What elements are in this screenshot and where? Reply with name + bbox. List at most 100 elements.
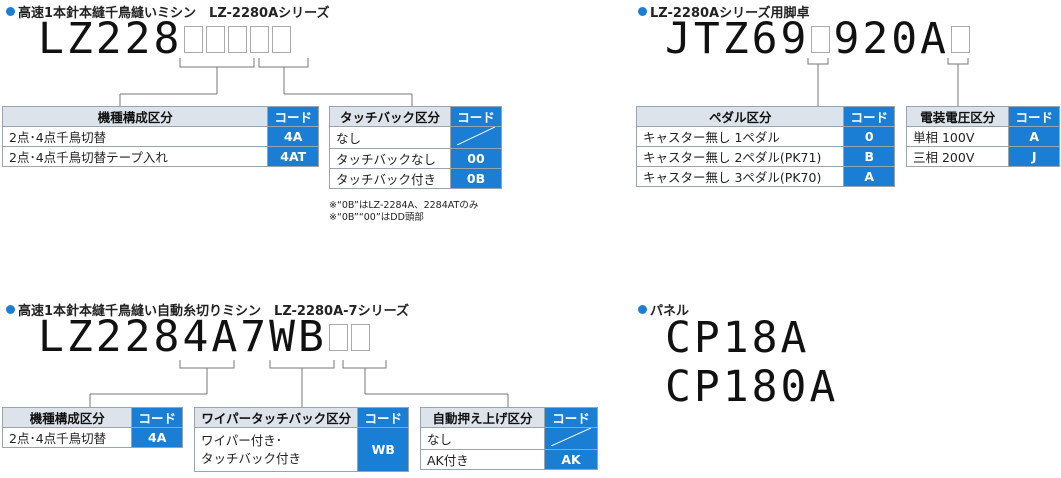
model-code-text: LZ228 <box>38 14 183 64</box>
heading-text: 高速1本針本縫千鳥縫いミシン LZ-2280Aシリーズ <box>18 6 330 21</box>
section-heading-lz2280a7: 高速1本針本縫千鳥縫い自動糸切りミシン LZ-2280A-7シリーズ <box>6 300 409 319</box>
row-code: A <box>1008 126 1060 147</box>
row-label: タッチバックなし <box>329 148 451 169</box>
code-slot <box>350 323 370 351</box>
table-row: キャスター無し 1ペダル 0 <box>635 126 895 147</box>
model-config-table-c: 機種構成区分 コード 2点･4点千鳥切替 4A <box>1 407 183 448</box>
auto-lifter-table: 自動押え上げ区分 コード なし AK付き AK <box>420 407 598 470</box>
header-code: コード <box>843 106 895 127</box>
pedal-table: ペダル区分 コード キャスター無し 1ペダル 0 キャスター無し 2ペダル(PK… <box>635 106 895 187</box>
row-label: なし <box>329 126 451 149</box>
model-code-jtz69: JTZ69 920A <box>665 14 971 64</box>
table-header: 自動押え上げ区分 コード <box>420 407 598 428</box>
table-row: 三相 200V J <box>905 146 1060 167</box>
row-label: 2点･4点千鳥切替 <box>1 126 269 147</box>
header-label: ペダル区分 <box>635 106 845 127</box>
row-label: 単相 100V <box>905 126 1010 147</box>
table-header: 電装電圧区分 コード <box>905 106 1060 127</box>
model-code-text: 920A <box>833 14 950 64</box>
table-header: タッチバック区分 コード <box>329 106 502 127</box>
voltage-table: 電装電圧区分 コード 単相 100V A 三相 200V J <box>905 106 1060 167</box>
bullet-icon <box>638 7 647 16</box>
code-slot <box>184 25 204 53</box>
table-row: 2点･4点千鳥切替 4A <box>1 427 183 448</box>
row-code: AK <box>544 449 598 470</box>
row-label: ワイパー付き･ タッチバック付き <box>193 427 359 472</box>
header-code: コード <box>267 106 319 127</box>
table-header: 機種構成区分 コード <box>1 106 319 127</box>
code-slot <box>272 25 292 53</box>
row-label: キャスター無し 1ペダル <box>635 126 845 147</box>
table-row: タッチバックなし 00 <box>329 148 502 169</box>
header-code: コード <box>450 106 502 127</box>
header-label: 自動押え上げ区分 <box>420 407 545 428</box>
table-header: ペダル区分 コード <box>635 106 895 127</box>
section-heading-panel: パネル <box>638 300 689 319</box>
row-code: J <box>1008 146 1060 167</box>
code-slot <box>951 25 971 53</box>
code-slot <box>206 25 226 53</box>
row-code: 4A <box>267 126 319 147</box>
row-code-none <box>450 126 502 149</box>
header-code: コード <box>544 407 598 428</box>
table-row: キャスター無し 3ペダル(PK70) A <box>635 166 895 187</box>
model-code-lz228: LZ228 <box>38 14 292 64</box>
row-label: タッチバック付き <box>329 168 451 189</box>
table-row: キャスター無し 2ペダル(PK71) B <box>635 146 895 167</box>
header-label: 機種構成区分 <box>1 407 133 428</box>
touchback-table: タッチバック区分 コード なし タッチバックなし 00 タッチバック付き 0B <box>329 106 502 189</box>
table-row: ワイパー付き･ タッチバック付き WB <box>193 427 409 472</box>
row-code: 4AT <box>267 146 319 167</box>
table-row: なし <box>329 126 502 149</box>
bullet-icon <box>6 305 15 314</box>
model-code-text: LZ2284A7WB <box>38 312 327 362</box>
footnote: ※“0B”はLZ-2284A、2284ATのみ <box>329 200 479 211</box>
wiper-touchback-table: ワイパータッチバック区分 コード ワイパー付き･ タッチバック付き WB <box>193 407 409 472</box>
row-code: A <box>843 166 895 187</box>
header-label: ワイパータッチバック区分 <box>193 407 359 428</box>
header-label: タッチバック区分 <box>329 106 451 127</box>
diagonal-slash-icon <box>550 427 592 447</box>
model-code-text: JTZ69 <box>665 14 810 64</box>
table-header: ワイパータッチバック区分 コード <box>193 407 409 428</box>
heading-text: パネル <box>650 304 690 319</box>
panel-model-cp18a: CP18A <box>665 313 810 363</box>
heading-text: 高速1本針本縫千鳥縫い自動糸切りミシン LZ-2280A-7シリーズ <box>18 304 409 319</box>
table-row: 単相 100V A <box>905 126 1060 147</box>
section-heading-table-stand: LZ-2280Aシリーズ用脚卓 <box>638 2 809 21</box>
header-code: コード <box>1008 106 1060 127</box>
footnote: ※“0B”“00”はDD頭部 <box>329 212 424 223</box>
table-row: AK付き AK <box>420 449 598 470</box>
row-label: 2点･4点千鳥切替テープ入れ <box>1 146 269 167</box>
table-header: 機種構成区分 コード <box>1 407 183 428</box>
model-config-table: 機種構成区分 コード 2点･4点千鳥切替 4A 2点･4点千鳥切替テープ入れ 4… <box>1 106 319 167</box>
row-label-line: タッチバック付き <box>201 450 302 466</box>
table-row: 2点･4点千鳥切替テープ入れ 4AT <box>1 146 319 167</box>
row-label: 2点･4点千鳥切替 <box>1 427 133 448</box>
code-slot <box>328 323 348 351</box>
footnotes: ※“0B”はLZ-2284A、2284ATのみ ※“0B”“00”はDD頭部 <box>329 200 478 224</box>
section-heading-lz2280a: 高速1本針本縫千鳥縫いミシン LZ-2280Aシリーズ <box>6 2 330 21</box>
row-code: B <box>843 146 895 167</box>
code-slot <box>228 25 248 53</box>
heading-text: LZ-2280Aシリーズ用脚卓 <box>650 6 810 21</box>
row-label: キャスター無し 3ペダル(PK70) <box>635 166 845 187</box>
row-label: キャスター無し 2ペダル(PK71) <box>635 146 845 167</box>
table-row: 2点･4点千鳥切替 4A <box>1 126 319 147</box>
row-code: 00 <box>450 148 502 169</box>
bullet-icon <box>6 7 15 16</box>
bullet-icon <box>638 305 647 314</box>
row-label: なし <box>420 427 545 450</box>
diagonal-slash-icon <box>456 126 496 146</box>
row-label-line: ワイパー付き･ <box>201 432 283 448</box>
header-label: 電装電圧区分 <box>905 106 1010 127</box>
code-slot <box>250 25 270 53</box>
code-slot <box>811 25 831 53</box>
row-code: WB <box>357 427 409 472</box>
panel-model-cp180a: CP180A <box>665 362 839 412</box>
row-code: 4A <box>131 427 183 448</box>
table-row: タッチバック付き 0B <box>329 168 502 189</box>
row-label: AK付き <box>420 449 545 470</box>
row-code-none <box>544 427 598 450</box>
